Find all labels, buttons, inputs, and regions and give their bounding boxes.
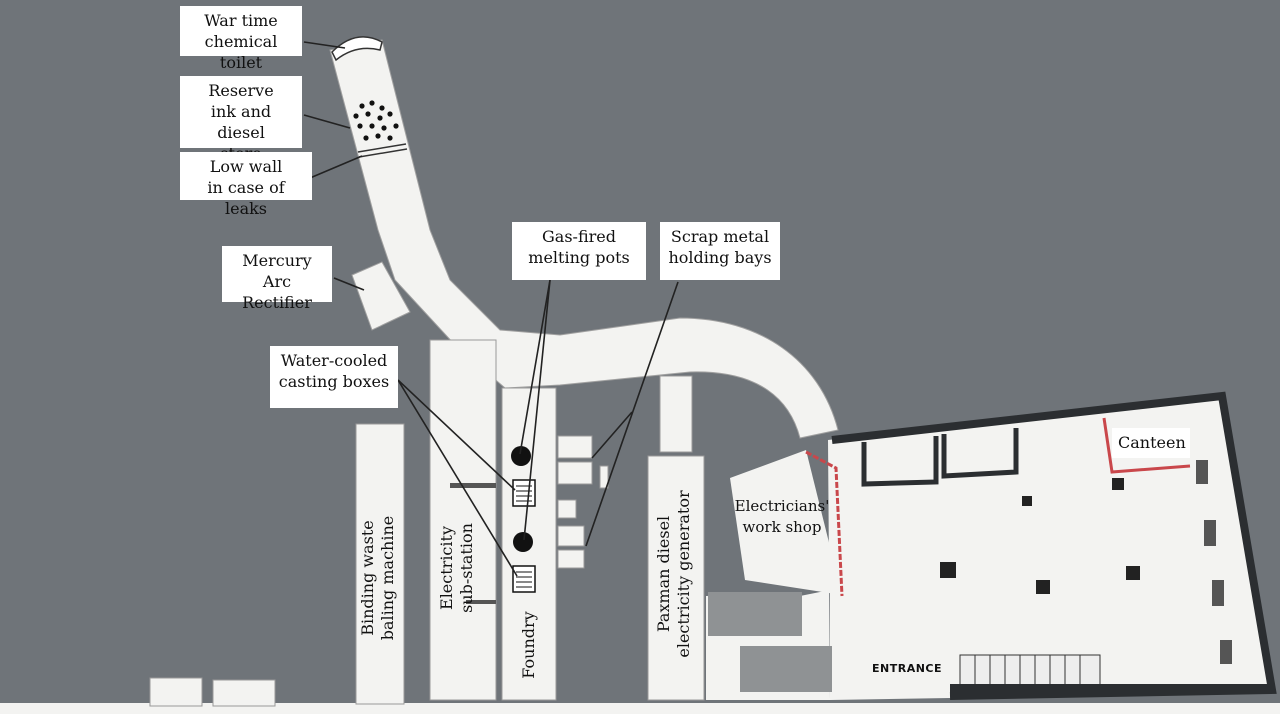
outbuilding-1 — [149, 677, 203, 707]
paxman-building — [647, 455, 705, 701]
label-casting-boxes: Water-cooled casting boxes — [270, 346, 398, 408]
label-rectifier: Mercury Arc Rectifier — [222, 246, 332, 312]
substation-building — [429, 339, 497, 701]
low-wall-line-2 — [358, 148, 408, 158]
hall-bottom-wall — [950, 684, 1272, 694]
rectifier-room — [351, 261, 411, 331]
label-paxman: Paxman diesel electricity generator — [654, 490, 693, 658]
workshop-partition — [805, 450, 844, 597]
low-wall-line-1 — [357, 143, 407, 153]
casting-box-2 — [512, 565, 536, 593]
label-toilet: War time chemical toilet — [180, 6, 302, 72]
scrap-bays — [557, 435, 609, 569]
label-low-wall: Low wall in case of leaks — [180, 152, 312, 218]
baling-building — [355, 423, 405, 705]
tunnel-corridor — [329, 39, 839, 439]
substation-divider-2 — [466, 600, 496, 604]
label-substation: Electricity sub-station — [437, 523, 476, 613]
toilet-cap — [331, 36, 383, 62]
label-scrap-bays: Scrap metal holding bays — [660, 222, 780, 280]
melting-pot-2 — [513, 532, 533, 552]
melting-pot-1 — [511, 446, 531, 466]
canteen-partition — [1102, 417, 1191, 474]
machine-block-1 — [708, 592, 802, 636]
label-foundry: Foundry — [519, 611, 538, 679]
outbuilding-2 — [212, 679, 276, 707]
label-electricians: Electricians' work shop — [734, 497, 830, 536]
hall-pillars — [940, 478, 1140, 594]
leader-lines — [303, 41, 679, 577]
casting-box-1 — [512, 479, 536, 507]
paxman-upper — [659, 375, 693, 453]
label-canteen: Canteen — [1112, 428, 1190, 458]
label-ink-store: Reserve ink and diesel store — [180, 76, 302, 163]
electricians-workshop — [730, 450, 842, 595]
machine-block-2 — [740, 646, 832, 692]
ink-store-dots — [353, 100, 399, 141]
label-entrance: ENTRANCE — [872, 662, 942, 675]
substation-divider — [450, 483, 496, 488]
entrance-stairs — [959, 654, 1101, 686]
hall-bays — [861, 428, 1019, 487]
label-baling: Binding waste baling machine — [358, 515, 397, 641]
street-strip — [0, 703, 1280, 714]
right-wall-detail — [1196, 460, 1232, 664]
label-melting-pots: Gas-fired melting pots — [512, 222, 646, 280]
